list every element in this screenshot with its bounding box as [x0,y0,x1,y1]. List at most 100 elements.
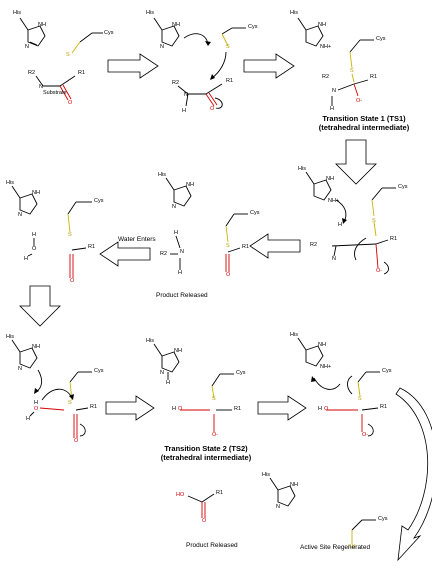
n-label: N [160,44,164,50]
h-label: H [34,400,38,406]
s-label: S [226,44,230,50]
h-label: H [166,380,170,386]
substrate-label: Substrate [43,90,67,96]
nh-label: NH [318,22,326,28]
r1-label: R1 [242,244,250,250]
arrow-right-2 [243,53,295,79]
ts1-title: Transition State 1 (TS1) [322,114,406,123]
s-label: S [68,400,72,406]
imidazole-ring-protonated [305,171,332,201]
o-minus-label: O- [212,432,219,438]
r1-label: R1 [370,74,378,80]
product-released-caption: Product Released [156,292,208,299]
arrow-down-2 [19,285,61,327]
cys-label: Cys [236,370,246,376]
o-minus-label: O- [376,268,383,274]
cys-label: Cys [378,516,388,522]
s-label: S [358,396,362,402]
nh-plus-label: NH+ [320,364,332,370]
n-label: N [184,92,188,98]
imidazole-ring [19,17,46,47]
his-label: His [262,472,270,478]
o-label: O [178,406,183,412]
h-label: H [172,406,176,412]
his-label: His [158,172,166,178]
o-minus-label: O- [362,432,369,438]
his-label: His [290,10,298,16]
r1-label: R1 [390,236,398,242]
r1-label: R1 [380,404,388,410]
nh-plus-label: NH+ [328,198,340,204]
r1-label: R1 [88,244,96,250]
n-label: N [276,504,280,510]
r1-label: R1 [78,70,86,76]
h-label: H [338,222,342,228]
o-minus-label: O- [356,98,363,104]
nh-label: NH [186,182,194,188]
nh-label: NH [326,176,334,182]
r1-label: R1 [90,404,98,410]
arrow-left-1 [249,233,301,259]
s-label: S [372,218,376,224]
s-label: S [68,232,72,238]
r1-label: R1 [216,490,224,496]
nh-label: NH [32,190,40,196]
arrow-right-4 [257,395,307,421]
n-label: N [39,84,43,90]
o-label: O [74,438,79,444]
ts2-subtitle: (tetrahedral intermediate) [160,453,252,462]
n-label: N [332,256,336,262]
r2-label: R2 [160,251,168,257]
h-label: H [178,270,182,276]
r2-label: R2 [310,242,318,248]
water [27,238,35,257]
imidazole-ring [153,17,180,47]
s-label: S [350,68,354,74]
cys-label: Cys [104,30,114,36]
n-label: N [180,249,184,255]
his-label: His [146,10,154,16]
cys-label: Cys [376,36,386,42]
water-attack [29,388,89,438]
ts2-caption: Transition State 2 (TS2) (tetrahedral in… [140,444,272,462]
cys-label: Cys [248,24,258,30]
his-label: His [290,332,298,338]
his-label: His [13,10,21,16]
arrow-left-2 [99,241,151,267]
imidazole-ring [165,177,192,207]
carboxylic-acid [187,493,215,518]
cys-label: Cys [382,368,392,374]
h-label: H [182,108,186,114]
cys-label: Cys [398,184,408,190]
cys-label: Cys [94,368,104,374]
cys-thiolate [221,27,246,47]
arrow-right-3 [105,395,155,421]
nh-plus-label: NH+ [320,44,332,50]
water-enters-caption: Water Enters [118,236,156,243]
active-site-caption: Active Site Regenerated [300,544,371,551]
r2-label: R2 [172,80,180,86]
n-label: N [160,370,164,376]
n-label: N [332,88,336,94]
cys-bond [349,39,374,83]
o-label: O [210,106,215,112]
n-label: N [25,44,29,50]
h-label: H [330,106,334,112]
tetrahedral-center [331,79,369,106]
o-label: O [226,272,231,278]
r1-label: R1 [234,406,242,412]
cys-label: Cys [94,198,104,204]
n-label: N [18,366,22,372]
nh-label: NH [318,342,326,348]
his-label: His [298,166,306,172]
arrow-down-1 [335,139,377,185]
h-label: H [26,416,30,422]
cys-thiol [71,32,103,54]
nh-label: NH [172,22,180,28]
h-label: H [174,230,178,236]
n-label: N [18,212,22,218]
ts2-title: Transition State 2 (TS2) [164,444,248,453]
tetrahedral-intermediate [331,237,389,275]
r2-label: R2 [28,70,36,76]
